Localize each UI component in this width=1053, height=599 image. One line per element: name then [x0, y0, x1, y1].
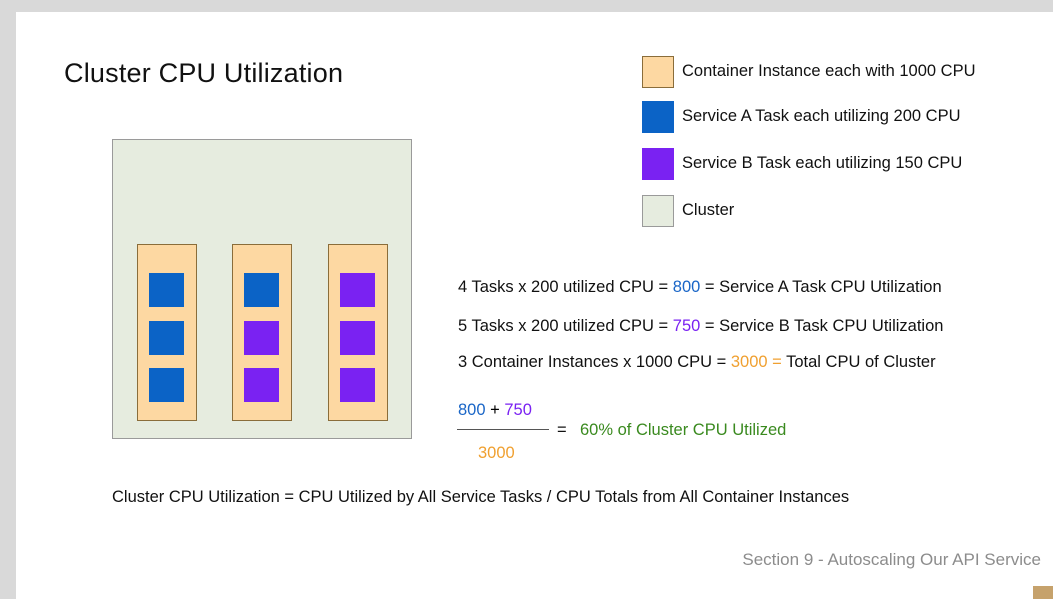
fraction-numerator: 800 + 750 — [458, 401, 532, 420]
equation-suffix: Total CPU of Cluster — [786, 353, 936, 371]
summary-formula: Cluster CPU Utilization = CPU Utilized b… — [112, 488, 850, 506]
service-a-task — [244, 273, 279, 307]
fraction-result: 60% of Cluster CPU Utilized — [580, 421, 787, 439]
equation-value: 800 — [672, 278, 701, 296]
service-a-task — [149, 273, 184, 307]
section-footer: Section 9 - Autoscaling Our API Service — [742, 550, 1041, 569]
container-instance-3 — [328, 244, 388, 421]
service-b-task — [244, 368, 279, 402]
service-b-task — [340, 368, 375, 402]
equation-value: 750 — [672, 317, 701, 335]
legend-label: Container Instance each with 1000 CPU — [682, 62, 976, 80]
legend-swatch — [642, 148, 674, 180]
equation-total-cpu: 3 Container Instances x 1000 CPU = 3000 … — [458, 353, 936, 372]
legend-label: Cluster — [682, 201, 735, 219]
cluster-diagram — [112, 139, 412, 439]
equation-prefix: 5 Tasks x 200 utilized CPU = — [458, 317, 673, 335]
fraction-denominator: 3000 — [478, 444, 515, 462]
fraction-equals: = — [557, 421, 567, 439]
numerator-plus: + — [485, 401, 505, 419]
service-b-task — [340, 273, 375, 307]
equation-service-b: 5 Tasks x 200 utilized CPU = 750 = Servi… — [458, 317, 943, 336]
legend-swatch — [642, 101, 674, 133]
legend-label: Service A Task each utilizing 200 CPU — [682, 107, 961, 125]
equation-suffix: = Service B Task CPU Utilization — [700, 317, 944, 335]
equation-prefix: 3 Container Instances x 1000 CPU = — [458, 353, 731, 371]
numerator-b: 750 — [504, 401, 532, 419]
container-instance-2 — [232, 244, 292, 421]
slide: Cluster CPU Utilization Container Instan… — [16, 12, 1053, 599]
legend-label: Service B Task each utilizing 150 CPU — [682, 154, 963, 172]
fraction-bar — [457, 429, 549, 430]
legend-swatch — [642, 56, 674, 88]
equation-suffix: = Service A Task CPU Utilization — [700, 278, 942, 296]
corner-tab — [1033, 586, 1053, 599]
container-instance-1 — [137, 244, 197, 421]
slide-title: Cluster CPU Utilization — [64, 58, 344, 88]
legend-swatch — [642, 195, 674, 227]
service-a-task — [149, 368, 184, 402]
numerator-a: 800 — [458, 401, 486, 419]
service-a-task — [149, 321, 184, 355]
equation-service-a: 4 Tasks x 200 utilized CPU = 800 = Servi… — [458, 278, 942, 297]
service-b-task — [340, 321, 375, 355]
equation-value: 3000 — [730, 353, 768, 371]
equation-prefix: 4 Tasks x 200 utilized CPU = — [458, 278, 673, 296]
service-b-task — [244, 321, 279, 355]
equation-suffix-equals: = — [767, 353, 787, 371]
